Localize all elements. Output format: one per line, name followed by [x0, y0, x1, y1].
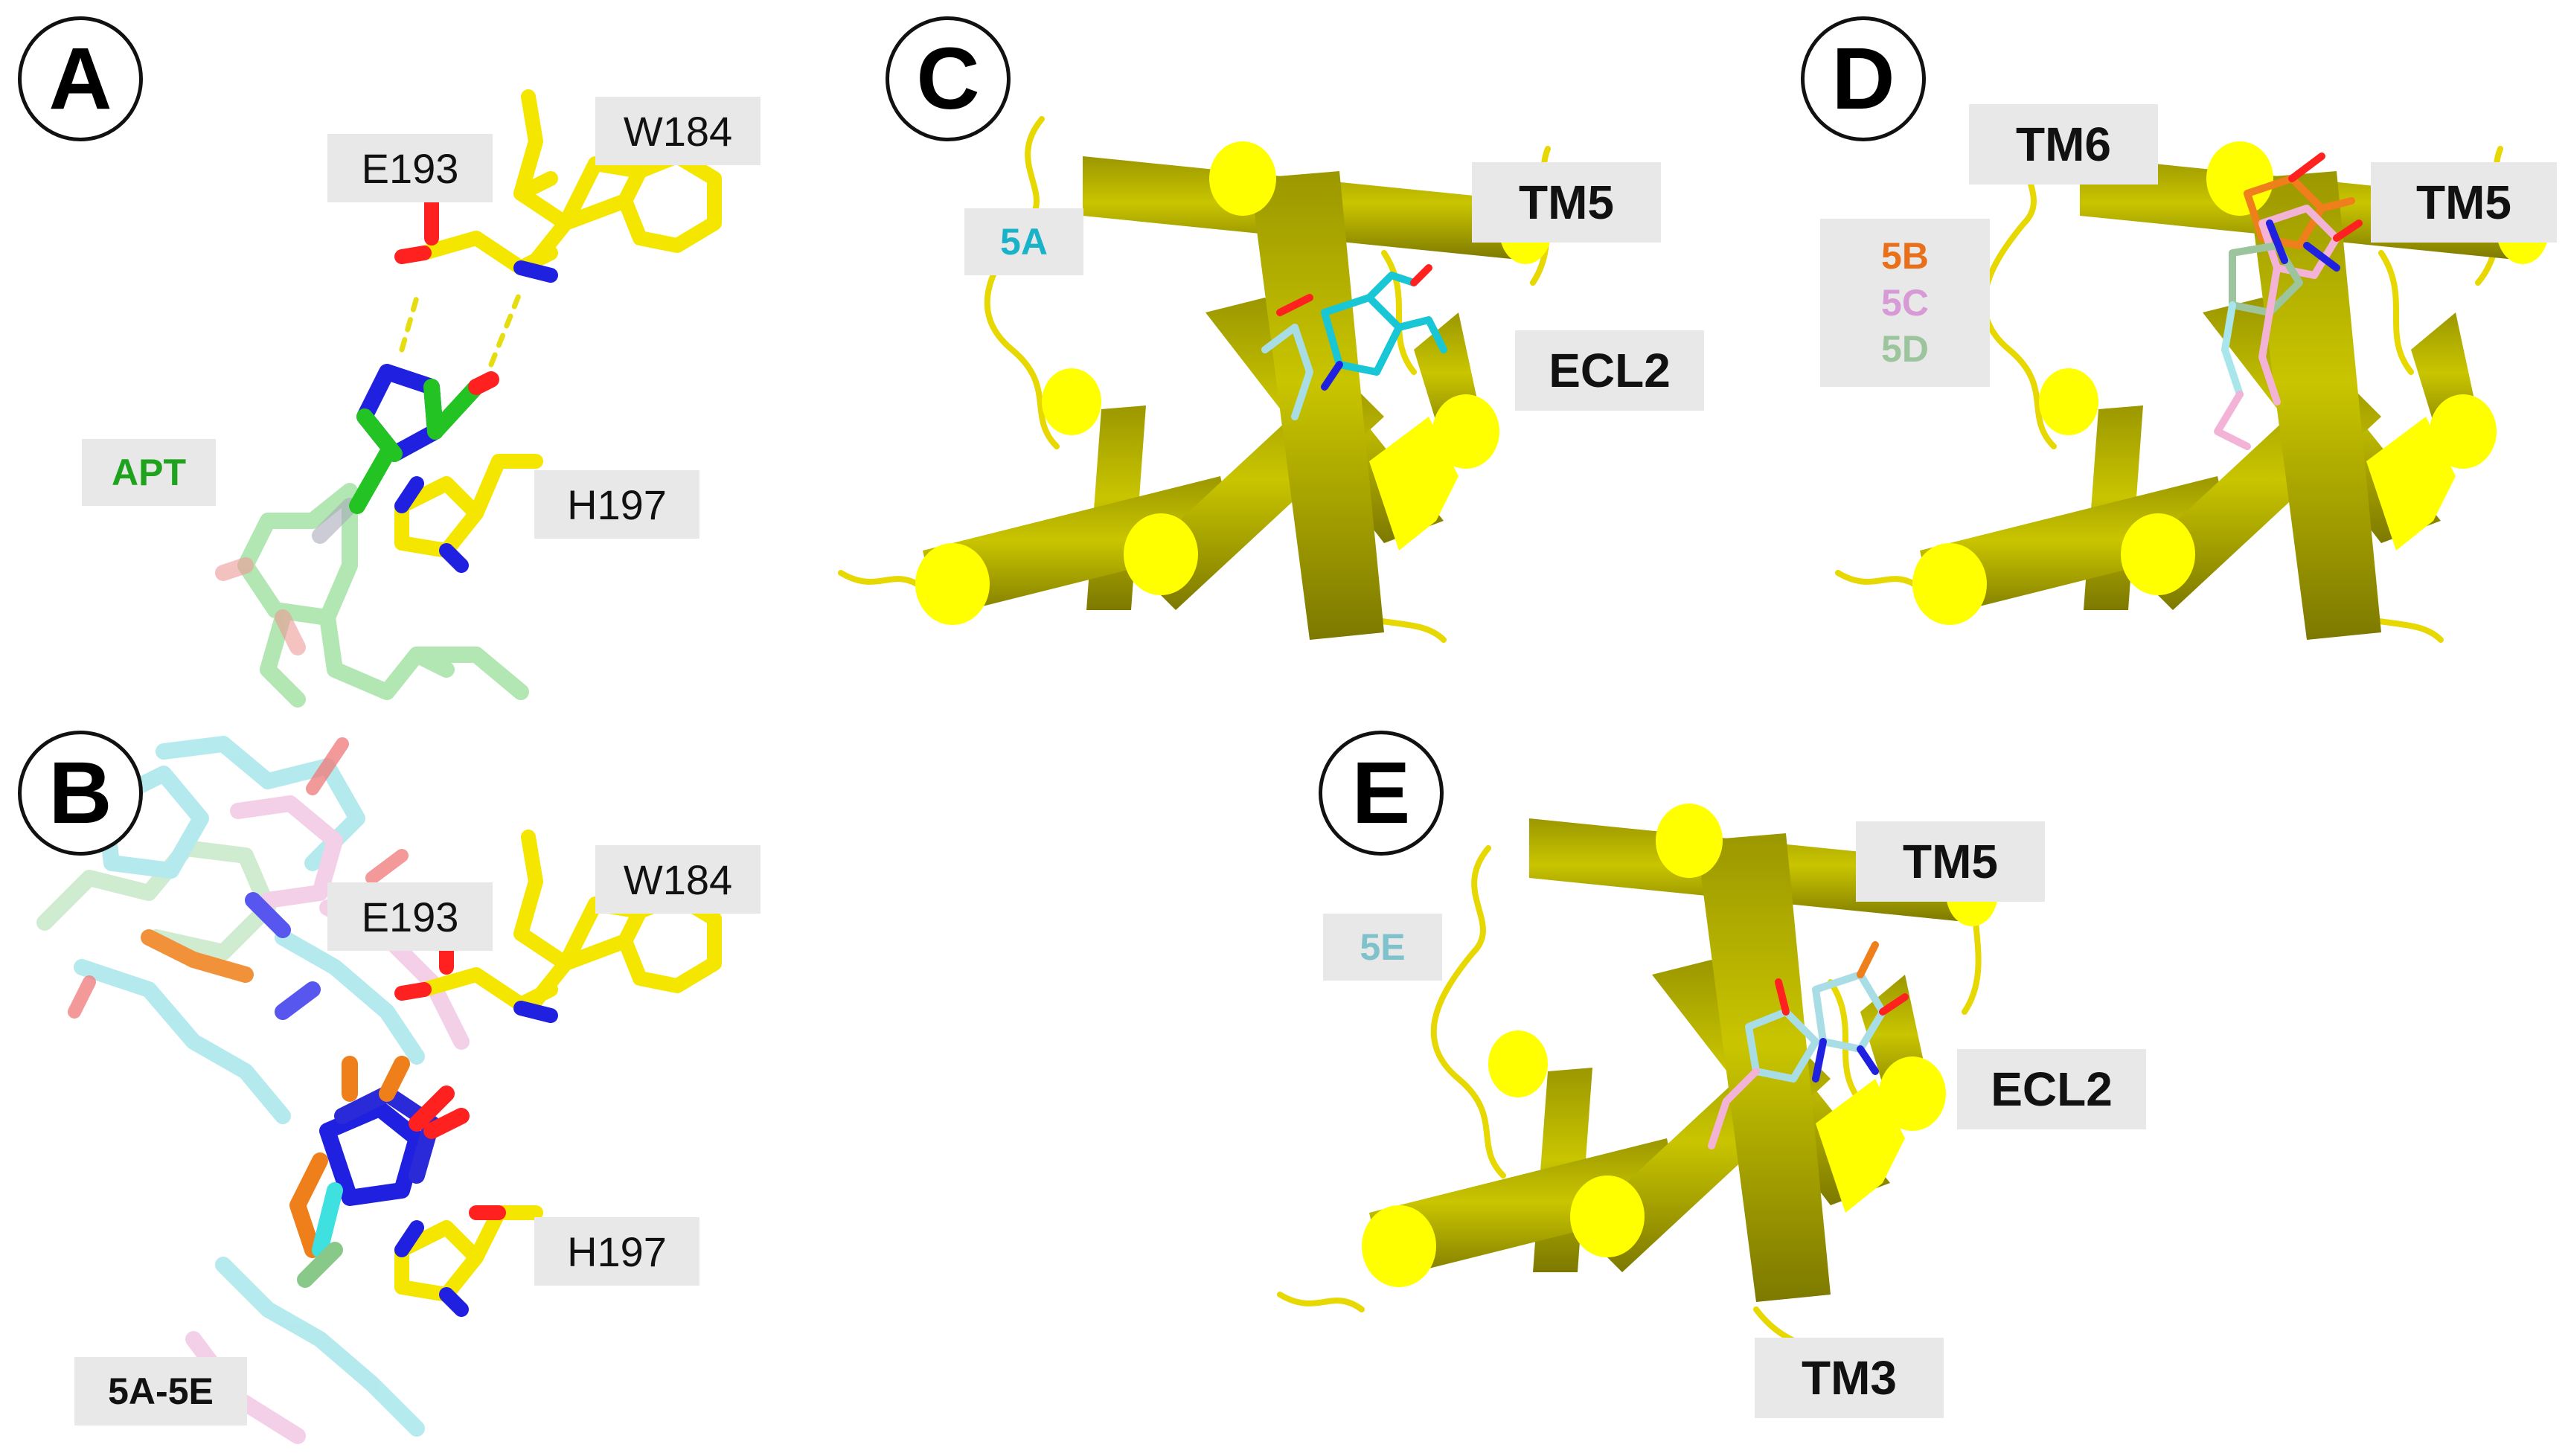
panel-b-label-w184: W184: [595, 845, 761, 914]
panel-e-label-5e: 5E: [1323, 914, 1442, 981]
apt-faded-body: [237, 483, 529, 708]
panel-d-letter: D: [1831, 30, 1895, 128]
panel-d-label-tm6: TM6: [1969, 104, 2158, 185]
panel-b-label-ligands: 5A-5E: [74, 1357, 247, 1425]
panel-e-marker: E: [1319, 731, 1444, 856]
panel-d-label-5d: 5D: [1881, 328, 1929, 371]
panel-c-structure: [838, 116, 1552, 643]
panel-d-label-5b: 5B: [1881, 235, 1929, 278]
panel-a-label-h197: H197: [534, 470, 699, 539]
panel-b-marker: B: [18, 731, 143, 856]
panel-d-label-tm5: TM5: [2371, 162, 2557, 243]
panel-c-label-tm5: TM5: [1472, 162, 1661, 243]
panel-e-label-tm5: TM5: [1856, 821, 2045, 902]
panel-c-label-5a: 5A: [964, 208, 1083, 275]
panel-e-label-ecl2: ECL2: [1957, 1049, 2146, 1129]
panel-d-marker: D: [1801, 16, 1926, 141]
panel-b-letter: B: [48, 744, 112, 842]
panel-e-letter: E: [1351, 744, 1411, 842]
panel-c-marker: C: [886, 16, 1011, 141]
h197-sidechain-b: [394, 1205, 543, 1317]
ligand-overlay-light: [36, 736, 470, 1444]
panel-b-label-e193: E193: [327, 882, 493, 951]
panel-a-marker: A: [18, 16, 143, 141]
panel-a-label-apt: APT: [82, 439, 216, 506]
h-bond-dashes: [399, 287, 524, 368]
panel-e-label-tm3: TM3: [1755, 1338, 1944, 1418]
panel-c-letter: C: [916, 30, 980, 128]
panel-d-label-5c: 5C: [1881, 281, 1929, 324]
panel-c-label-ecl2: ECL2: [1515, 330, 1704, 411]
apt-ring: [349, 364, 499, 514]
panel-d-ligand-legend: 5B 5C 5D: [1820, 219, 1990, 387]
ligand-overlay-oxygens: [68, 737, 409, 1019]
receptor-c: [838, 116, 1552, 643]
panel-a-label-e193: E193: [327, 134, 493, 202]
panel-b-label-h197: H197: [534, 1217, 699, 1286]
panel-a-letter: A: [48, 30, 112, 128]
ring-overlay-core: [289, 1056, 470, 1288]
panel-b-structure: [36, 736, 722, 1444]
h197-sidechain: [394, 454, 543, 573]
panel-a-label-w184: W184: [595, 97, 761, 165]
